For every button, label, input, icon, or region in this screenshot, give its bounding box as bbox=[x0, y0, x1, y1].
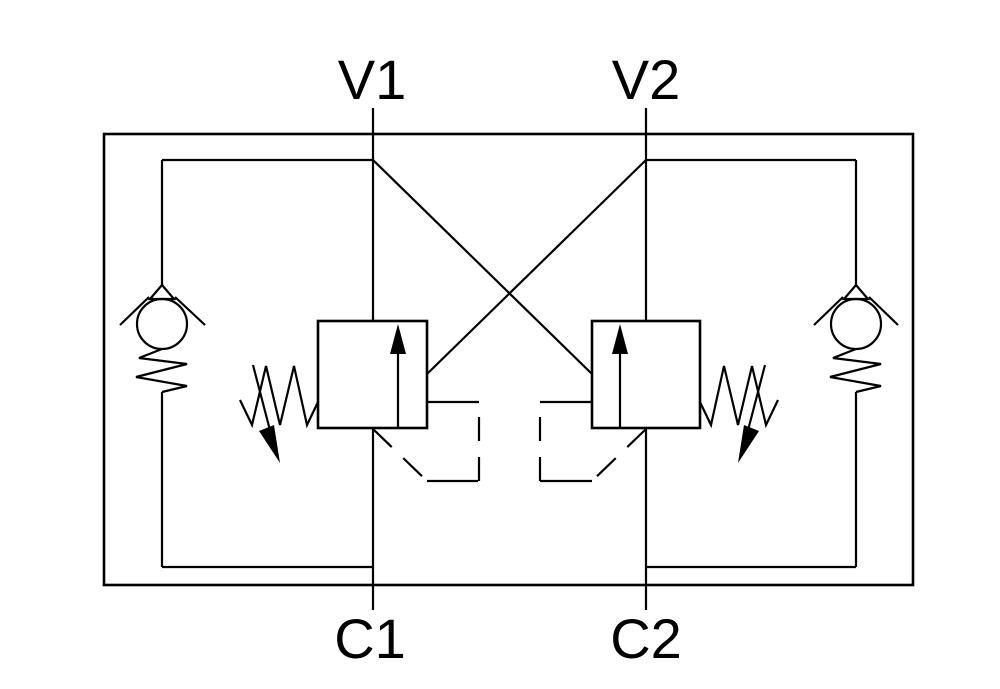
counterbalance-cartridge-left bbox=[239, 319, 429, 439]
valve-square-right bbox=[590, 319, 702, 430]
adjust-arrow-head-left bbox=[259, 425, 280, 463]
arrowheads bbox=[259, 324, 759, 463]
check-left-spring bbox=[135, 347, 188, 394]
port-label-c2: C2 bbox=[610, 607, 682, 670]
check-right-seat-wing-left bbox=[813, 296, 844, 326]
port-label-v2: V2 bbox=[612, 48, 681, 111]
pilot-left-diagonal-dashed bbox=[372, 428, 428, 482]
counterbalance-cartridge-right bbox=[590, 319, 779, 439]
flow-arrow-head-left bbox=[390, 324, 406, 354]
adjust-arrow-shaft-right bbox=[744, 364, 767, 439]
crossover-pilot-v2-to-left-valve bbox=[426, 159, 647, 375]
adjustable-spring-left bbox=[239, 365, 319, 429]
adjust-arrow-head-right bbox=[738, 425, 759, 463]
adjust-arrow-shaft-left bbox=[251, 364, 274, 439]
adjustable-spring-right bbox=[699, 365, 779, 429]
check-right-seat-wing-right bbox=[868, 296, 899, 326]
pilot-right-diagonal-dashed bbox=[591, 428, 647, 482]
port-labels: V1 V2 C1 C2 bbox=[334, 48, 682, 670]
valve-body-boundary bbox=[102, 132, 915, 587]
check-left-seat-wing-left bbox=[119, 296, 150, 326]
check-valve-left bbox=[119, 160, 206, 567]
check-left-seat-wing-right bbox=[174, 296, 206, 326]
internal-pilot-left bbox=[372, 400, 481, 483]
check-right-spring bbox=[829, 347, 882, 394]
valve-square-left bbox=[316, 319, 429, 430]
internal-pilot-right bbox=[538, 400, 647, 483]
flow-arrow-head-right bbox=[612, 324, 628, 354]
port-label-v1: V1 bbox=[338, 48, 407, 111]
port-label-c1: C1 bbox=[334, 607, 406, 670]
check-valve-right bbox=[813, 160, 899, 567]
linework-root bbox=[102, 108, 915, 610]
crossover-pilot-v1-to-right-valve bbox=[372, 159, 593, 375]
